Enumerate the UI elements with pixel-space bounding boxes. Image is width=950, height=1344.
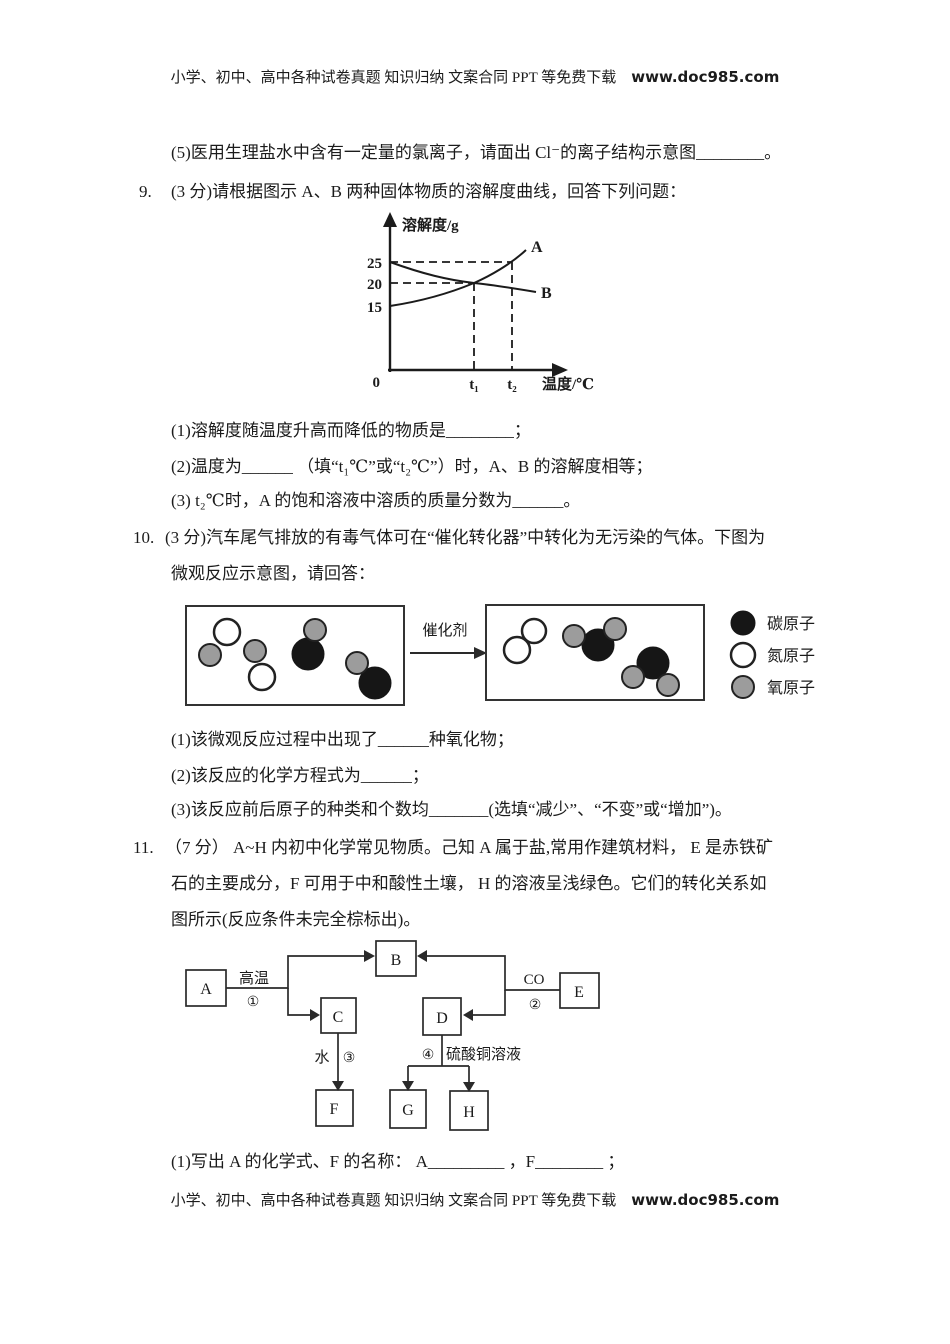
footer-url: www.doc985.com	[631, 1191, 780, 1209]
question-10-stem-line1: (3 分)汽车尾气排放的有毒气体可在“催化转化器”中转化为无污染的气体。下图为	[165, 528, 766, 547]
reactants-box	[185, 605, 405, 706]
series-A-label: A	[531, 239, 543, 256]
box-D-label: D	[436, 1010, 448, 1027]
page-header: 小学、初中、高中各种试卷真题 知识归纳 文案合同 PPT 等免费下载 www.d…	[0, 66, 950, 87]
legend-carbon: 碳原子	[730, 610, 815, 636]
edge-label-liusuantong: 硫酸铜溶液	[446, 1046, 521, 1063]
box-C-label: C	[333, 1009, 344, 1026]
oxygen-atom-icon	[731, 675, 755, 699]
micro-reaction-diagram: 催化剂 碳原子 氮原子 氧原子	[185, 604, 815, 706]
box-D	[422, 997, 462, 1036]
question-9-sub2: (2)温度为______ （填“t₁℃”或“t₂℃”）时，A、B 的溶解度相等；	[171, 457, 653, 476]
legend-nitrogen: 氮原子	[729, 641, 815, 669]
product-molecule-co2-2	[621, 646, 680, 697]
question-11-sub1: (1)写出 A 的化学式、F 的名称： A_________ ，F_______…	[171, 1152, 625, 1171]
box-B	[375, 940, 417, 977]
question-9-sub3: (3) t₂℃时，A 的饱和溶液中溶质的质量分数为______。	[171, 491, 581, 510]
page-footer: 小学、初中、高中各种试卷真题 知识归纳 文案合同 PPT 等免费下载 www.d…	[0, 1189, 950, 1210]
x-tick-t1: t₁	[469, 377, 479, 393]
chart-axes	[383, 212, 568, 377]
question-10-sub3: (3)该反应前后原子的种类和个数均_______(选填“减少”、“不变”或“增加…	[171, 800, 732, 819]
carbon-atom-icon	[730, 610, 756, 636]
question-11-stem-line3: 图所示(反应条件未完全棕标出)。	[171, 910, 421, 929]
box-H	[449, 1090, 489, 1131]
box-F-label: F	[330, 1101, 339, 1118]
series-B-label: B	[541, 285, 552, 302]
question-10-sub2: (2)该反应的化学方程式为______；	[171, 766, 429, 785]
footer-text: 小学、初中、高中各种试卷真题 知识归纳 文案合同 PPT 等免费下载	[170, 1193, 617, 1209]
reactant-molecule-no-1	[198, 617, 242, 667]
y-tick-20: 20	[367, 277, 382, 293]
edge-num-2: ②	[529, 998, 542, 1013]
question-11-stem-line2: 石的主要成分，F 可用于中和酸性土壤， H 的溶液呈浅绿色。它们的转化关系如	[171, 874, 767, 893]
product-molecule-n2	[502, 617, 548, 665]
edge-label-shui: 水	[314, 1049, 329, 1066]
question-10-number: 10.	[133, 528, 155, 547]
legend-oxygen-label: 氧原子	[767, 679, 815, 697]
reactant-molecule-co-1	[291, 618, 327, 671]
question-9-number: 9.	[139, 182, 152, 201]
box-G	[389, 1089, 427, 1129]
edge-num-4: ④	[422, 1048, 435, 1063]
box-C	[320, 997, 357, 1034]
legend-nitrogen-label: 氮原子	[767, 647, 815, 665]
edge-num-3: ③	[343, 1051, 356, 1066]
y-tick-15: 15	[367, 300, 382, 316]
question-9-sub1: (1)溶解度随温度升高而降低的物质是________；	[171, 421, 531, 440]
header-url: www.doc985.com	[631, 68, 780, 86]
catalyst-label: 催化剂	[422, 622, 467, 639]
catalyst-arrow	[410, 647, 487, 659]
product-molecule-co2-1	[562, 617, 627, 662]
question-11-number: 11.	[133, 838, 154, 857]
y-tick-25: 25	[367, 256, 382, 272]
question-11-stem-line1: （7 分） A~H 内初中化学常见物质。己知 A 属于盐,常用作建筑材料， E …	[165, 838, 773, 857]
reactant-molecule-no-2	[243, 639, 277, 692]
origin-label: 0	[373, 375, 381, 391]
edge-label-gaowen: 高温	[239, 970, 269, 987]
box-G-label: G	[402, 1102, 414, 1119]
box-B-label: B	[391, 952, 402, 969]
question-10-stem-line2: 微观反应示意图，请回答：	[171, 564, 375, 583]
y-axis-label: 溶解度/g	[402, 216, 459, 234]
x-axis-label: 温度/℃	[542, 375, 594, 393]
solubility-chart: 溶解度/g 温度/℃ 25 20 15 0 t₁ t₂ A B	[367, 212, 594, 393]
edge-label-co: CO	[524, 972, 545, 988]
question-9-stem: (3 分)请根据图示 A、B 两种固体物质的溶解度曲线，回答下列问题：	[171, 182, 687, 201]
box-F	[315, 1089, 354, 1127]
box-E-label: E	[574, 984, 584, 1001]
flowchart-connectors	[226, 950, 560, 1092]
nitrogen-atom-icon	[729, 641, 757, 669]
box-A	[185, 969, 227, 1007]
curve-A	[389, 249, 527, 307]
header-text: 小学、初中、高中各种试卷真题 知识归纳 文案合同 PPT 等免费下载	[170, 70, 617, 86]
products-box	[485, 604, 705, 701]
legend-oxygen: 氧原子	[731, 675, 815, 699]
x-tick-t2: t₂	[507, 377, 517, 393]
transformation-flowchart: A B C D E F G H 高温 ① CO ② 水 ③ ④ 硫酸铜溶液	[185, 940, 600, 1131]
box-H-label: H	[463, 1104, 475, 1121]
box-E	[559, 972, 600, 1009]
legend-carbon-label: 碳原子	[767, 615, 815, 633]
question-5-text: (5)医用生理盐水中含有一定量的氯离子，请面出 Cl⁻的离子结构示意图_____…	[171, 143, 782, 162]
question-10-sub1: (1)该微观反应过程中出现了______种氧化物；	[171, 730, 514, 749]
edge-num-1: ①	[247, 995, 260, 1010]
reactant-molecule-co-2	[345, 651, 392, 700]
chart-dashed-guides	[390, 261, 513, 370]
box-A-label: A	[200, 981, 212, 998]
